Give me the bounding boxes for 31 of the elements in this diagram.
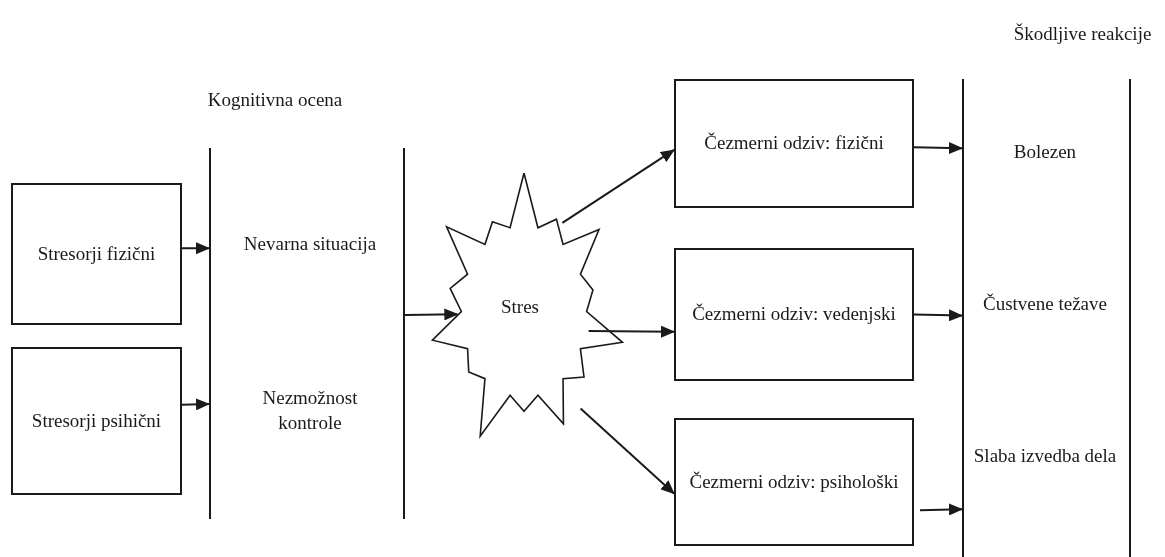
process-box: [674, 418, 914, 546]
text-label: Nevarna situacija: [242, 232, 378, 256]
process-box: [11, 347, 182, 495]
process-box: [11, 183, 182, 325]
node-label: Stres: [501, 295, 540, 320]
text-label: Kognitivna ocena: [206, 88, 344, 112]
node-label: Stresorji psihični: [31, 408, 162, 433]
text-label: Slaba izvedba dela: [972, 444, 1118, 468]
arrow: [587, 325, 675, 338]
arrow: [579, 407, 675, 495]
divider-line: [209, 148, 211, 519]
node-label: Čezmerni odziv: vedenjski: [692, 302, 896, 327]
arrow: [181, 242, 210, 255]
arrow: [181, 398, 210, 411]
process-box: [674, 248, 914, 381]
node-label: Čezmerni odziv: psihološki: [689, 469, 899, 494]
text-label: Škodljive reakcije: [1012, 22, 1153, 46]
arrow: [913, 142, 963, 155]
arrow: [913, 309, 963, 322]
text-label: Čustvene težave: [982, 292, 1108, 316]
text-label: Bolezen: [1012, 140, 1078, 164]
arrow: [919, 503, 963, 516]
divider-line: [1129, 79, 1131, 557]
divider-line: [962, 79, 964, 557]
text-label: Nezmožnost kontrole: [261, 386, 359, 435]
process-box: [674, 79, 914, 208]
arrow: [561, 148, 675, 224]
node-label: Stresorji fizični: [37, 241, 156, 266]
arrow: [404, 308, 459, 321]
divider-line: [403, 148, 405, 519]
node-label: Čezmerni odziv: fizični: [704, 131, 884, 156]
